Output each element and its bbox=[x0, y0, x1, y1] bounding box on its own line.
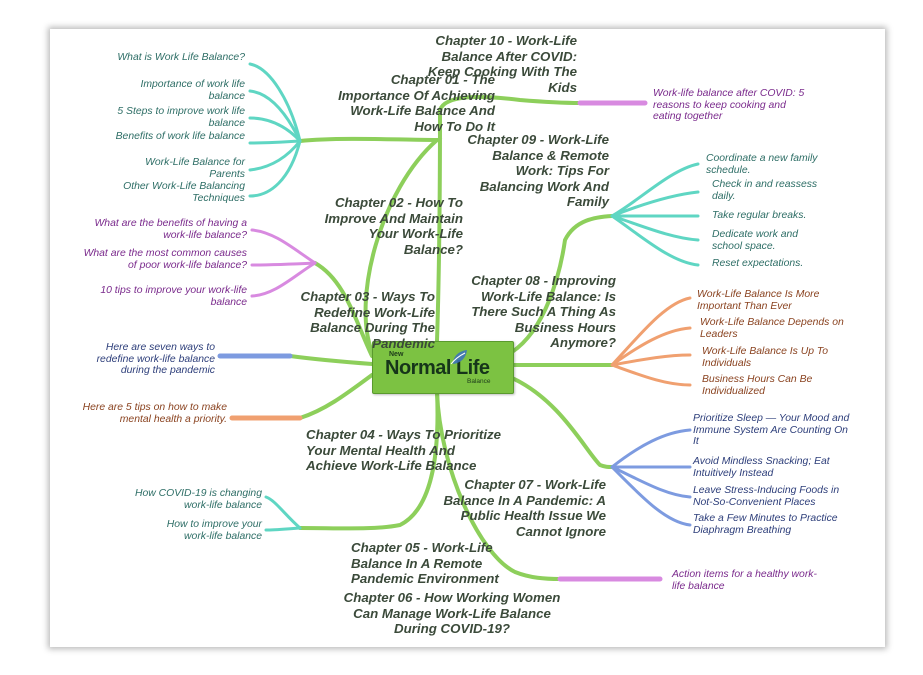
connector-ch07-l4 bbox=[610, 465, 692, 527]
leaf-ch06-1[interactable]: Action items for a healthy work-life bal… bbox=[672, 569, 817, 592]
connector-ch07-l3 bbox=[610, 465, 692, 499]
chapter-10-title[interactable]: Chapter 10 - Work-Life Balance After COV… bbox=[427, 33, 577, 95]
chapter-07-title[interactable]: Chapter 07 - Work-Life Balance In A Pand… bbox=[443, 477, 606, 539]
leaf-ch02-1[interactable]: What are the benefits of having a work-l… bbox=[94, 218, 248, 241]
connector-ch09-l4 bbox=[610, 214, 700, 242]
branch-ch09 bbox=[510, 214, 614, 354]
connector-ch05-l1 bbox=[264, 495, 302, 530]
leaf-ch01-2[interactable]: Importance of work life balance bbox=[140, 79, 245, 102]
leaf-ch09-4[interactable]: Dedicate work and school space. bbox=[712, 229, 799, 252]
branch-ch03 bbox=[288, 354, 374, 366]
connector-ch08-l1 bbox=[610, 296, 692, 367]
connector-ch01-l2 bbox=[248, 89, 302, 143]
chapter-03-title[interactable]: Chapter 03 - Ways To Redefine Work-Life … bbox=[300, 289, 435, 351]
connector-ch02-l3 bbox=[250, 261, 317, 298]
leaf-ch10-1[interactable]: Work-life balance after COVID: 5 reasons… bbox=[653, 88, 805, 123]
logo-main-text: Normal Life bbox=[385, 357, 490, 379]
mindmap-canvas bbox=[50, 29, 885, 647]
chapter-08-title[interactable]: Chapter 08 - Improving Work-Life Balance… bbox=[471, 273, 616, 350]
connector-ch08-l4 bbox=[610, 363, 692, 387]
chapter-04-title[interactable]: Chapter 04 - Ways To Prioritize Your Men… bbox=[306, 427, 502, 473]
leaf-ch05-2[interactable]: How to improve your work-life balance bbox=[166, 519, 262, 542]
leaf-ch01-3[interactable]: 5 Steps to improve work life balance bbox=[117, 106, 245, 129]
branch-ch01 bbox=[298, 136, 443, 354]
connector-ch09-l2 bbox=[610, 190, 700, 218]
leaf-ch09-2[interactable]: Check in and reassess daily. bbox=[712, 179, 818, 202]
leaf-ch08-2[interactable]: Work-Life Balance Depends on Leaders bbox=[700, 317, 844, 340]
leaf-ch08-1[interactable]: Work-Life Balance Is More Important Than… bbox=[697, 289, 820, 312]
connector-ch01-l5 bbox=[248, 139, 302, 172]
connector-ch02-l2 bbox=[250, 261, 317, 267]
branch-ch05 bbox=[298, 390, 440, 531]
connector-ch08-l2 bbox=[610, 326, 692, 367]
leaf-ch07-4[interactable]: Take a Few Minutes to Practice Diaphragm… bbox=[693, 513, 838, 536]
leaf-ch01-1[interactable]: What is Work Life Balance? bbox=[117, 52, 245, 63]
connector-ch09-l1 bbox=[610, 162, 700, 218]
leaf-ch09-5[interactable]: Reset expectations. bbox=[712, 258, 804, 269]
leaf-ch07-2[interactable]: Avoid Mindless Snacking; Eat Intuitively… bbox=[693, 456, 830, 479]
logo-sub-text: Balance bbox=[467, 378, 491, 385]
leaf-ch07-1[interactable]: Prioritize Sleep — Your Mood and Immune … bbox=[693, 413, 850, 448]
connector-ch08-l3 bbox=[610, 353, 692, 367]
connector-ch01-l4 bbox=[248, 139, 302, 145]
connector-ch01-l1 bbox=[248, 62, 302, 143]
leaf-ch01-6[interactable]: Other Work-Life Balancing Techniques bbox=[123, 181, 245, 204]
leaf-ch05-1[interactable]: How COVID-19 is changing work-life balan… bbox=[134, 488, 262, 511]
leaf-ch02-2[interactable]: What are the most common causes of poor … bbox=[83, 248, 247, 271]
chapter-05-title[interactable]: Chapter 05 - Work-Life Balance In A Remo… bbox=[351, 540, 499, 586]
leaf-ch07-3[interactable]: Leave Stress-Inducing Foods in Not-So-Co… bbox=[693, 485, 840, 508]
logo-new-text: New bbox=[389, 351, 404, 358]
branch-ch07 bbox=[510, 376, 614, 469]
connector-ch01-l6 bbox=[248, 139, 302, 198]
connector-ch01-l3 bbox=[248, 116, 302, 143]
branch-ch04 bbox=[298, 373, 374, 420]
leaf-ch03-1[interactable]: Here are seven ways to redefine work-lif… bbox=[96, 342, 215, 377]
leaf-ch01-4[interactable]: Benefits of work life balance bbox=[115, 131, 245, 142]
connector-ch05-l2 bbox=[264, 526, 302, 532]
connector-ch09-l5 bbox=[610, 214, 700, 267]
branch-ch10 bbox=[435, 95, 582, 343]
chapter-02-title[interactable]: Chapter 02 - How To Improve And Maintain… bbox=[324, 195, 463, 257]
central-topic[interactable]: New Normal Life Balance bbox=[372, 341, 514, 394]
leaf-ch09-3[interactable]: Take regular breaks. bbox=[712, 210, 807, 221]
connector-ch02-l1 bbox=[250, 228, 317, 265]
leaf-icon bbox=[450, 350, 467, 365]
leaf-ch02-3[interactable]: 10 tips to improve your work-life balanc… bbox=[100, 285, 247, 308]
leaf-ch08-3[interactable]: Work-Life Balance Is Up To Individuals bbox=[702, 346, 829, 369]
branch-ch06 bbox=[435, 390, 562, 581]
connector-ch07-l1 bbox=[610, 428, 692, 469]
leaf-ch04-1[interactable]: Here are 5 tips on how to make mental he… bbox=[82, 402, 227, 425]
chapter-06-title[interactable]: Chapter 06 - How Working Women Can Manag… bbox=[343, 590, 561, 636]
chapter-01-title[interactable]: Chapter 01 - The Importance Of Achieving… bbox=[338, 72, 495, 134]
leaf-ch08-4[interactable]: Business Hours Can Be Individualized bbox=[702, 374, 813, 397]
branch-ch02 bbox=[313, 261, 374, 358]
chapter-09-title[interactable]: Chapter 09 - Work-Life Balance & Remote … bbox=[467, 132, 609, 209]
leaf-ch09-1[interactable]: Coordinate a new family schedule. bbox=[706, 153, 818, 176]
leaf-ch01-5[interactable]: Work-Life Balance for Parents bbox=[145, 157, 245, 180]
